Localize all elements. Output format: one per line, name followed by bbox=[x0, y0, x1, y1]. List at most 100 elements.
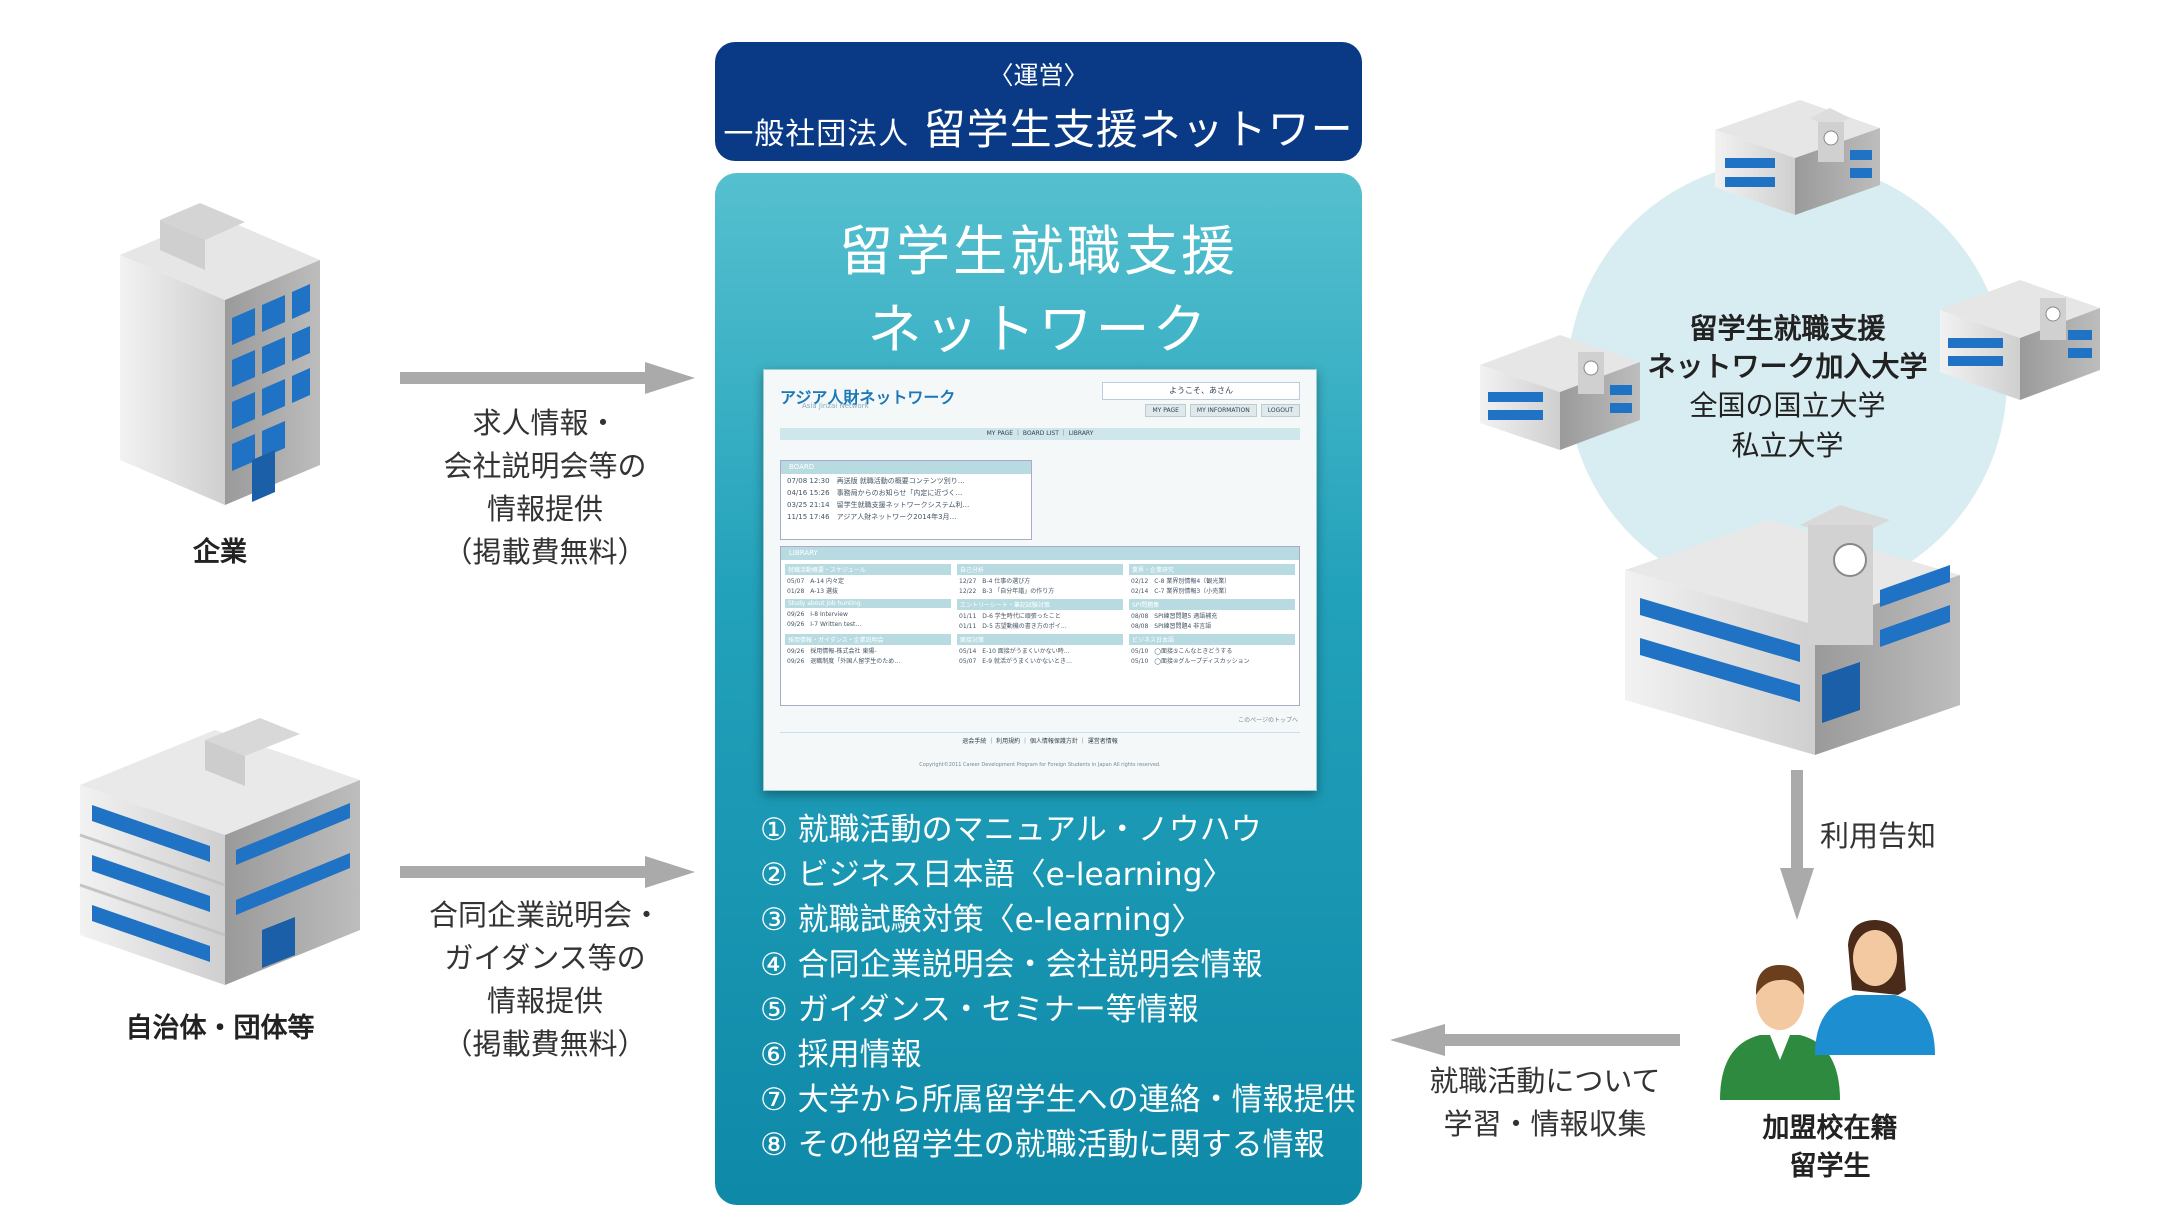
site-board-title: BOARD bbox=[781, 461, 1031, 474]
library-cell-header: 業界・企業研究 bbox=[1129, 564, 1295, 575]
library-cell: 就職活動概要・スケジュール 05/07 A-14 内々定 01/28 A-13 選抜 bbox=[785, 564, 951, 596]
university-building-icon bbox=[1480, 335, 1640, 450]
university-note-2: 私立大学 bbox=[1731, 429, 1844, 462]
arrow-company-to-network bbox=[400, 362, 695, 394]
local-government-label: 自治体・団体等 bbox=[125, 1013, 315, 1044]
feature-item: ⑧ その他留学生の就職活動に関する情報 bbox=[760, 1127, 1325, 1163]
panel-title-line2: ネットワーク bbox=[867, 298, 1210, 361]
learn-flow-line: 就職活動について bbox=[1429, 1064, 1661, 1098]
site-mypage-button: MY PAGE bbox=[1145, 404, 1186, 417]
localgov-flow-line: （掲載費無料） bbox=[443, 1027, 647, 1061]
localgov-flow-label: 合同企業説明会・ ガイダンス等の 情報提供 （掲載費無料） bbox=[400, 894, 690, 1066]
male-student-icon bbox=[1720, 965, 1840, 1100]
site-board: BOARD 07/08 12:30 再送版 就職活動の概要コンテンツ別り… 04… bbox=[780, 460, 1032, 540]
site-info-button: MY INFORMATION bbox=[1189, 404, 1257, 417]
company-flow-line: 求人情報・ bbox=[472, 406, 618, 440]
library-cell: 自己分析 12/27 B-4 仕事の選び方 12/22 B-3 「自分年譜」の作り方 bbox=[957, 564, 1123, 596]
library-row: 12/27 B-4 仕事の選び方 bbox=[959, 578, 1031, 585]
library-row: 01/28 A-13 選抜 bbox=[787, 588, 838, 595]
learn-flow-line: 学習・情報収集 bbox=[1443, 1107, 1647, 1141]
library-cell-header: エントリーシート・筆記試験対策 bbox=[957, 599, 1123, 610]
library-cell-header: 就職活動概要・スケジュール bbox=[785, 564, 951, 575]
library-cell-header: 自己分析 bbox=[957, 564, 1123, 575]
library-cell-header: 採用情報・ガイダンス・企業説明会 bbox=[785, 634, 951, 645]
board-row: 04/16 15:26 事務局からのお知らせ「内定に近づく… bbox=[787, 489, 963, 497]
learn-flow-label: 就職活動について 学習・情報収集 bbox=[1400, 1060, 1690, 1146]
panel-title: 留学生就職支援 ネットワーク bbox=[715, 213, 1362, 369]
library-cell: 採用情報・ガイダンス・企業説明会 09/26 採用情報-株式会社 東陽- 09/26… bbox=[785, 634, 951, 666]
library-cell: Study about Job hunting 09/26 I-8 Intervi… bbox=[785, 599, 951, 631]
students-label: 加盟校在籍 留学生 bbox=[1715, 1110, 1945, 1186]
library-cell: エントリーシート・筆記試験対策 01/11 D-6 学生時代に頑張ったこと 01/1… bbox=[957, 599, 1123, 631]
site-page-top-link: このページのトップへ bbox=[1238, 717, 1298, 724]
students-label-line1: 加盟校在籍 bbox=[1762, 1113, 1898, 1144]
site-library: LIBRARY 就職活動概要・スケジュール 05/07 A-14 内々定 01/28… bbox=[780, 546, 1300, 706]
board-row: 03/25 21:14 留学生就職支援ネットワークシステム利… bbox=[787, 501, 970, 509]
board-row: 07/08 12:30 再送版 就職活動の概要コンテンツ別り… bbox=[787, 477, 965, 485]
site-footer-links: 退会手続 ｜ 利用規約 ｜ 個人情報保護方針 ｜ 運営者情報 bbox=[780, 732, 1300, 745]
library-cell-header: ビジネス日本語 bbox=[1129, 634, 1295, 645]
library-row: 01/11 D-5 志望動機の書き方のポイ… bbox=[959, 623, 1067, 630]
library-grid: 就職活動概要・スケジュール 05/07 A-14 内々定 01/28 A-13 選抜… bbox=[781, 560, 1299, 670]
board-row: 11/15 17:46 アジア人財ネットワーク2014年3月… bbox=[787, 513, 957, 521]
library-row: 05/10 ◯面接④グループディスカッション bbox=[1131, 658, 1250, 665]
site-copyright: Copyright©2011 Career Development Progra… bbox=[919, 762, 1161, 768]
library-row: 05/07 A-14 内々定 bbox=[787, 578, 844, 585]
site-buttons: MY PAGE MY INFORMATION LOGOUT bbox=[1145, 404, 1300, 417]
arrows bbox=[400, 362, 1814, 1056]
arrow-university-to-students bbox=[1780, 770, 1814, 920]
site-logo: アジア人財ネットワーク bbox=[780, 388, 956, 407]
library-row: 05/14 E-10 面接がうまくいかない時… bbox=[959, 648, 1070, 655]
female-student-icon bbox=[1815, 920, 1935, 1055]
library-row: 02/12 C-8 業界別情報4〔観光業〕 bbox=[1131, 578, 1231, 585]
library-cell-header: Study about Job hunting bbox=[785, 599, 951, 608]
feature-item: ③ 就職試験対策〈e-learning〉 bbox=[760, 902, 1203, 938]
panel-title-line1: 留学生就職支援 bbox=[839, 220, 1238, 283]
library-row: 05/10 ◯面接⑤こんなときどうする bbox=[1131, 648, 1233, 655]
library-row: 12/22 B-3 「自分年譜」の作り方 bbox=[959, 588, 1055, 595]
library-cell-header: 面接対策 bbox=[957, 634, 1123, 645]
company-flow-line: （掲載費無料） bbox=[443, 535, 647, 569]
library-cell: 業界・企業研究 02/12 C-8 業界別情報4〔観光業〕 02/14 C-7 業界… bbox=[1129, 564, 1295, 596]
library-row: 01/11 D-6 学生時代に頑張ったこと bbox=[959, 613, 1061, 620]
company-flow-line: 会社説明会等の bbox=[443, 449, 647, 483]
library-row: 02/14 C-7 業界別情報3〔小売業〕 bbox=[1131, 588, 1231, 595]
library-row: 08/08 SPI練習問題5 適語補充 bbox=[1131, 613, 1218, 620]
library-cell-header: SPI問題集 bbox=[1129, 599, 1295, 610]
company-label: 企業 bbox=[193, 537, 247, 568]
feature-item: ⑥ 採用情報 bbox=[760, 1037, 922, 1073]
feature-item: ② ビジネス日本語〈e-learning〉 bbox=[760, 857, 1234, 893]
localgov-flow-line: 情報提供 bbox=[486, 984, 603, 1018]
university-building-icon bbox=[1715, 100, 1880, 215]
library-cell: 面接対策 05/14 E-10 面接がうまくいかない時… 05/07 E-9 就活が… bbox=[957, 634, 1123, 666]
operator-tag: 〈運営〉 bbox=[988, 61, 1089, 90]
library-row: 09/26 採用情報-株式会社 東陽- bbox=[787, 648, 877, 655]
local-government-building-icon bbox=[79, 718, 360, 985]
university-title-1: 留学生就職支援 bbox=[1689, 312, 1886, 345]
university-circle bbox=[1567, 160, 2007, 600]
network-panel: 留学生就職支援 ネットワーク アジア人財ネットワーク Asia Jinzai N… bbox=[715, 173, 1362, 1205]
localgov-flow-line: ガイダンス等の bbox=[444, 941, 646, 975]
notice-label: 利用告知 bbox=[1820, 819, 1937, 853]
site-welcome: ようこそ、あさん bbox=[1102, 382, 1300, 400]
operator-prefix: 一般社団法人 bbox=[723, 117, 910, 152]
library-row: 09/26 I-8 Interview bbox=[787, 611, 848, 618]
students-label-line2: 留学生 bbox=[1789, 1151, 1871, 1182]
university-title-2: ネットワーク加入大学 bbox=[1647, 350, 1928, 383]
company-flow-label: 求人情報・ 会社説明会等の 情報提供 （掲載費無料） bbox=[400, 402, 690, 574]
feature-item: ⑤ ガイダンス・セミナー等情報 bbox=[760, 992, 1199, 1028]
site-library-title: LIBRARY bbox=[781, 547, 1299, 560]
site-logout-button: LOGOUT bbox=[1260, 404, 1300, 417]
library-row: 05/07 E-9 就活がうまくいかないとき… bbox=[959, 658, 1072, 665]
localgov-flow-line: 合同企業説明会・ bbox=[428, 898, 661, 932]
feature-item: ① 就職活動のマニュアル・ノウハウ bbox=[760, 812, 1262, 848]
feature-item: ⑦ 大学から所属留学生への連絡・情報提供 bbox=[760, 1082, 1356, 1118]
company-building-icon bbox=[120, 203, 320, 505]
company-flow-line: 情報提供 bbox=[486, 492, 603, 526]
library-row: 09/26 退職制度「外国人留学生のため… bbox=[787, 658, 901, 665]
feature-item: ④ 合同企業説明会・会社説明会情報 bbox=[760, 947, 1263, 983]
university-note-1: 全国の国立大学 bbox=[1689, 389, 1886, 422]
feature-list: ① 就職活動のマニュアル・ノウハウ ② ビジネス日本語〈e-learning〉 … bbox=[760, 808, 1360, 1168]
university-label: 留学生就職支援 ネットワーク加入大学 全国の国立大学 私立大学 bbox=[1600, 310, 1975, 466]
